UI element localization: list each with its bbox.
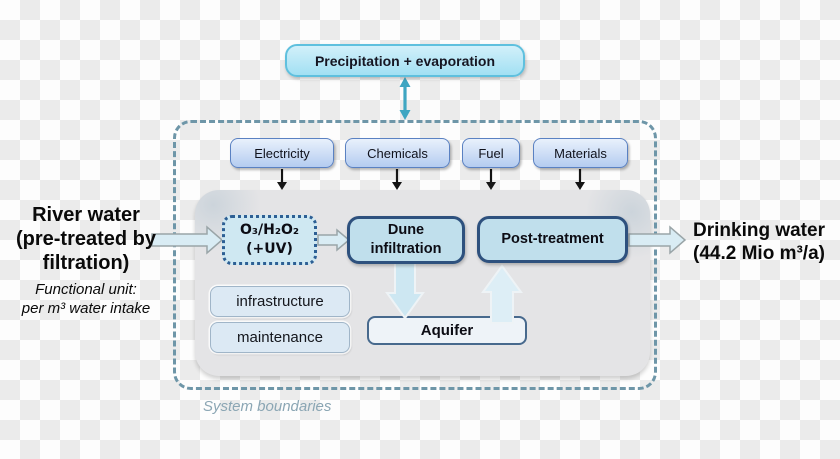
dune-label-line1: Dune [387,222,425,239]
drinking-water-label: Drinking water (44.2 Mio m³/a) [678,219,840,265]
input-box-electricity: Electricity [230,138,334,168]
maintenance-label: maintenance [237,329,323,346]
chemicals-label: Chemicals [367,145,428,161]
river-water-line1: River water [32,204,140,226]
precipitation-exchange-arrow [399,77,411,120]
river-water-line3: filtration) [42,252,130,274]
system-boundary-dashed-box [173,120,657,390]
drinking-water-line2: (44.2 Mio m³/a) [693,243,825,264]
river-water-line2: (pre-treated by [15,228,157,250]
functional-unit-line2: per m³ water intake [21,300,151,317]
precipitation-box: Precipitation + evaporation [285,44,525,77]
drinking-water-line1: Drinking water [693,220,825,241]
input-box-materials: Materials [533,138,628,168]
oxidation-formula: O₃/H₂O₂ [239,222,300,239]
functional-unit-line1: Functional unit: [35,281,137,298]
oxidation-uv: (+UV) [246,241,293,257]
input-box-chemicals: Chemicals [345,138,450,168]
aquifer-box: Aquifer [367,316,527,345]
materials-label: Materials [554,145,607,161]
river-water-label: River water (pre-treated by filtration) … [0,203,172,318]
input-box-fuel: Fuel [462,138,520,168]
maintenance-box: maintenance [210,322,350,353]
fuel-label: Fuel [478,145,504,161]
post-treatment-label: Post-treatment [501,231,604,248]
oxidation-box: O₃/H₂O₂ (+UV) [222,215,317,265]
system-boundaries-caption: System boundaries [203,398,332,415]
infrastructure-box: infrastructure [210,286,350,317]
infrastructure-label: infrastructure [236,293,324,310]
post-treatment-box: Post-treatment [477,216,628,263]
dune-infiltration-box: Dune infiltration [347,216,465,264]
aquifer-label: Aquifer [420,322,474,339]
electricity-label: Electricity [254,145,310,161]
precipitation-label: Precipitation + evaporation [314,52,496,69]
dune-label-line2: infiltration [370,241,442,257]
